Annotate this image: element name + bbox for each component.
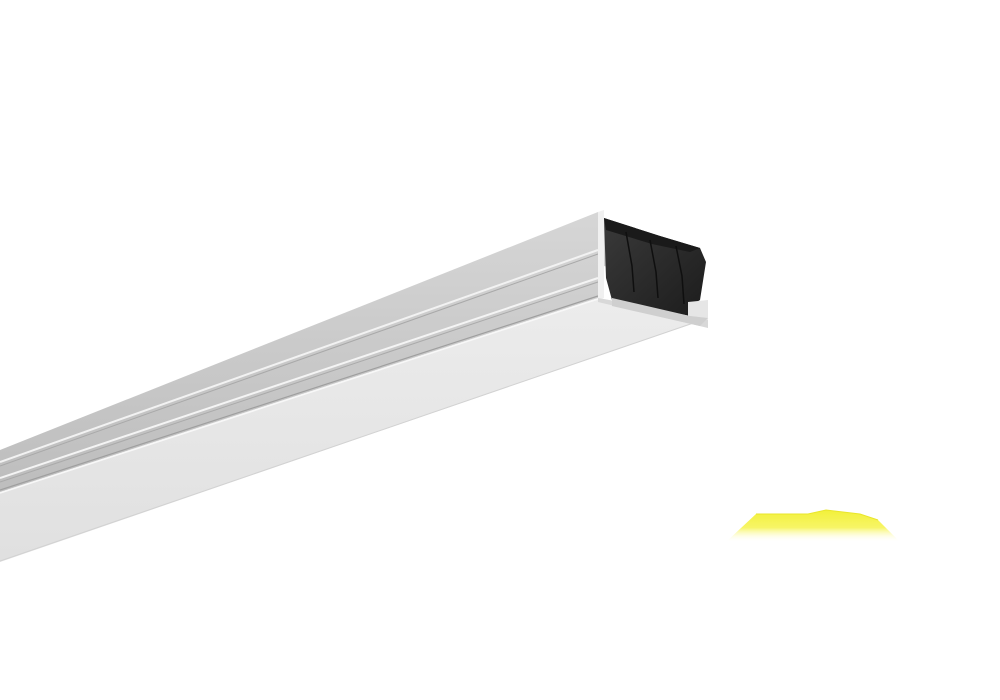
- light-beam-icon: [726, 509, 900, 542]
- profile-top-face: [0, 212, 599, 492]
- profile-side-face: [0, 298, 709, 562]
- black-insert: [604, 218, 708, 326]
